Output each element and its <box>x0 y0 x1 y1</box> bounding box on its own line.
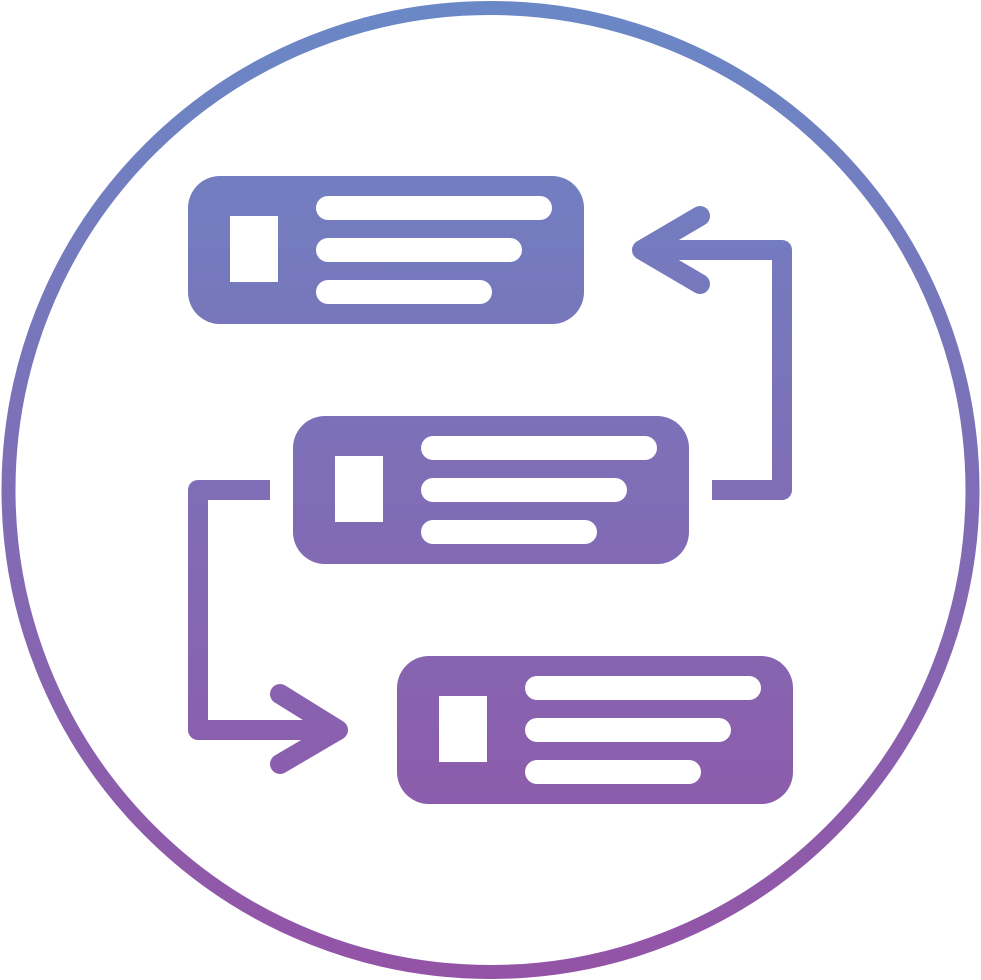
bottom-block-square <box>439 696 487 762</box>
right-arrow-head-icon <box>270 684 348 774</box>
connector-to-top <box>632 206 792 500</box>
bottom-block-line-1 <box>525 676 761 700</box>
middle-block-line-2 <box>421 478 627 502</box>
middle-block <box>293 416 689 564</box>
middle-block-line-1 <box>421 436 657 460</box>
middle-block-square <box>335 456 383 522</box>
top-block-square <box>230 216 278 282</box>
bottom-block-line-3 <box>525 760 701 784</box>
bottom-block <box>397 656 793 804</box>
connector-to-bottom-line <box>188 480 332 740</box>
top-block <box>188 176 584 324</box>
connector-to-bottom <box>188 480 348 774</box>
middle-block-line-3 <box>421 520 597 544</box>
left-arrow-head-icon <box>632 206 710 294</box>
connector-to-top-line <box>648 240 792 500</box>
top-block-line-2 <box>316 238 522 262</box>
top-block-line-1 <box>316 196 552 220</box>
top-block-line-3 <box>316 280 492 304</box>
bottom-block-line-2 <box>525 718 731 742</box>
